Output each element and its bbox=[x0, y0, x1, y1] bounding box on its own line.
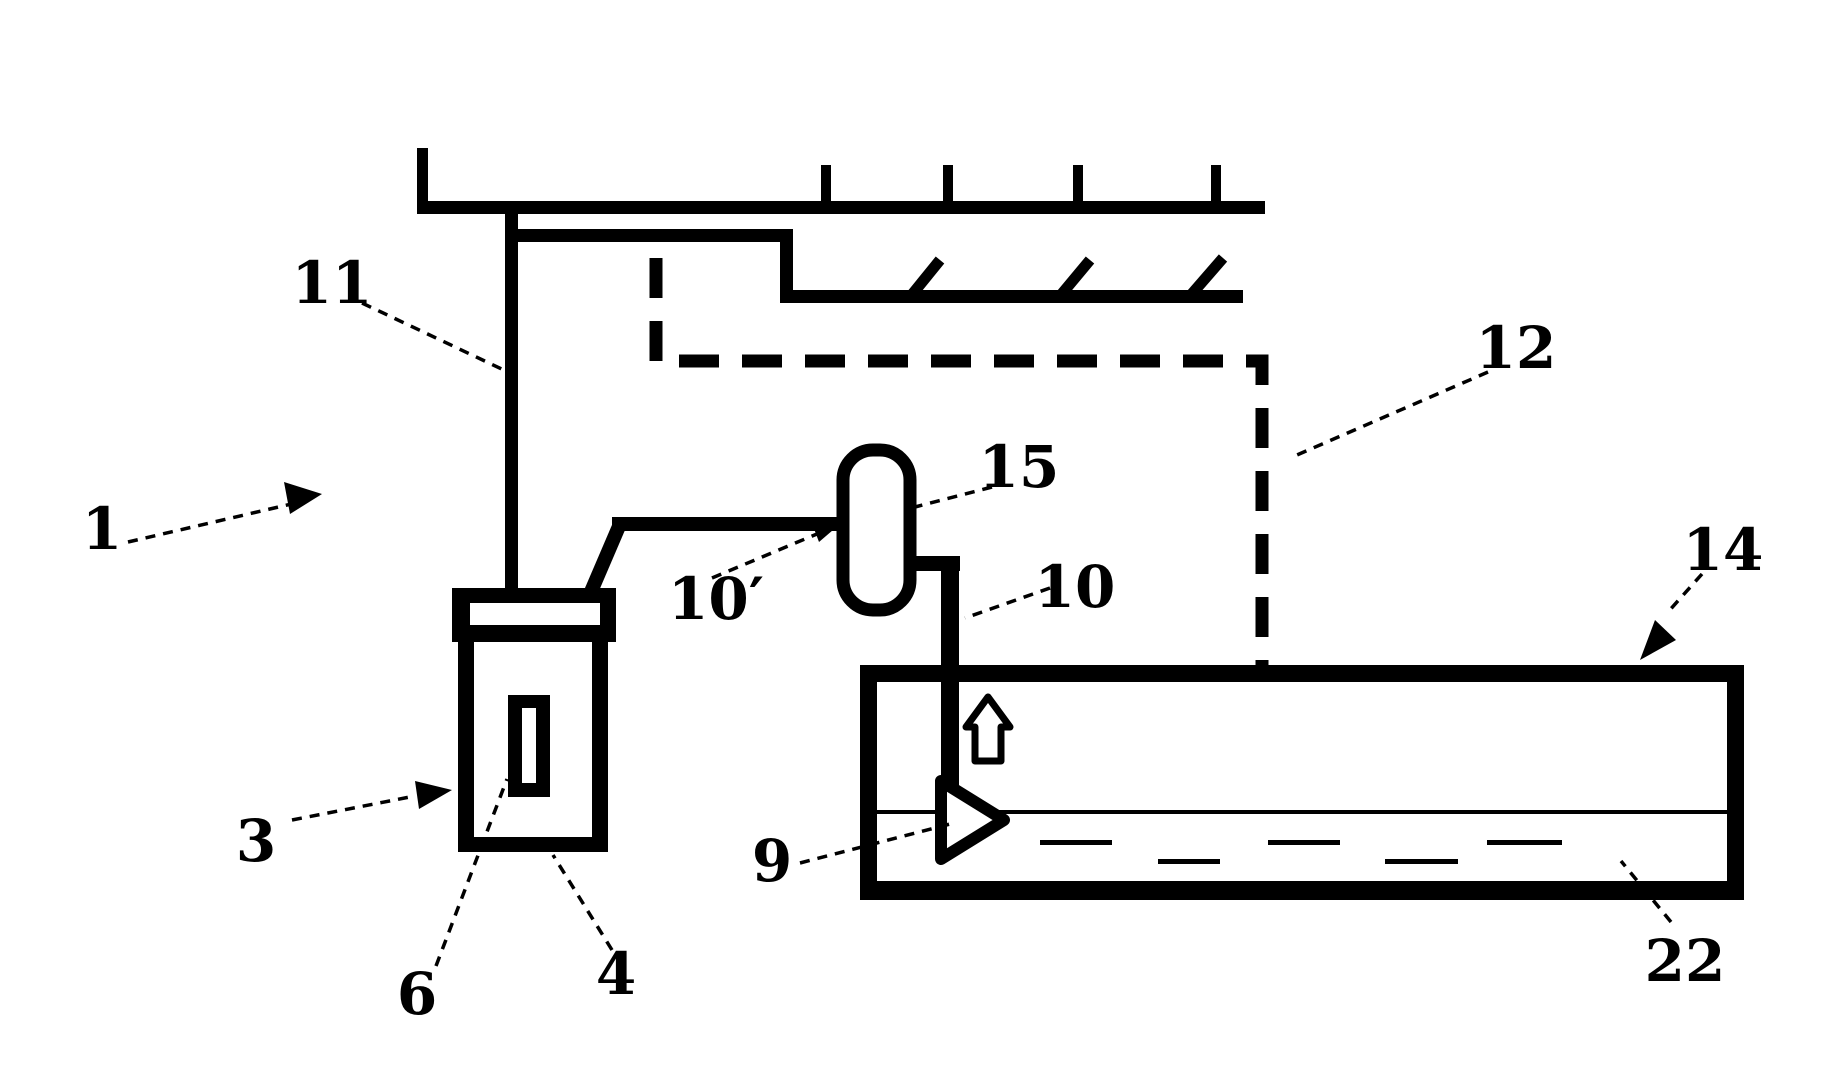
container-cap-slot bbox=[470, 603, 600, 625]
tank-14 bbox=[860, 665, 1744, 900]
ceiling-tick bbox=[821, 165, 831, 205]
hatch-mark bbox=[905, 256, 945, 301]
tank-interior bbox=[877, 682, 1727, 881]
label-10: 10 bbox=[1035, 553, 1116, 621]
leader-22 bbox=[1619, 859, 1673, 924]
label-10-prime: 10′ bbox=[668, 565, 764, 633]
arrowhead-10-prime bbox=[813, 524, 840, 542]
duct-upper-line bbox=[513, 229, 793, 242]
hatch-mark bbox=[1185, 254, 1228, 300]
ceiling-line bbox=[417, 201, 1265, 214]
label-9: 9 bbox=[752, 827, 792, 895]
arrowhead-3 bbox=[415, 781, 452, 809]
label-4: 4 bbox=[596, 940, 636, 1008]
liquid-surface-line bbox=[877, 810, 1727, 814]
dashed-line-12 bbox=[649, 258, 1269, 768]
valve-15 bbox=[836, 443, 917, 617]
pipe-11 bbox=[505, 206, 518, 592]
pipe-10 bbox=[904, 556, 960, 788]
label-22: 22 bbox=[1645, 927, 1726, 995]
pipe-10-prime-riser bbox=[583, 521, 627, 597]
nozzle-9 bbox=[935, 775, 1010, 865]
arrowhead-1 bbox=[284, 482, 322, 514]
hatch-mark bbox=[1055, 256, 1095, 300]
duct-lower-line bbox=[780, 290, 1243, 303]
ceiling-structure bbox=[417, 148, 1265, 214]
leader-12 bbox=[1289, 370, 1489, 460]
label-6: 6 bbox=[397, 960, 437, 1028]
leader-15 bbox=[914, 485, 993, 509]
leader-11 bbox=[361, 301, 509, 374]
label-14: 14 bbox=[1683, 516, 1764, 584]
pipe-10-prime-run bbox=[612, 517, 845, 531]
ceiling-tick bbox=[943, 165, 953, 205]
reference-numerals: 1 11 12 15 10′ 10 14 3 9 6 4 22 bbox=[82, 249, 1764, 1028]
liquid-dashes bbox=[1040, 840, 1562, 864]
inner-element-6 bbox=[508, 695, 550, 797]
leader-10 bbox=[964, 586, 1051, 620]
leader-10-prime bbox=[711, 529, 825, 580]
label-12: 12 bbox=[1476, 314, 1557, 382]
pipe-10-prime bbox=[583, 517, 845, 597]
label-15: 15 bbox=[979, 433, 1060, 501]
leader-14 bbox=[1666, 572, 1704, 614]
label-11: 11 bbox=[292, 249, 373, 317]
leader-6 bbox=[434, 778, 509, 967]
duct-step-line bbox=[513, 229, 1243, 303]
label-3: 3 bbox=[236, 807, 276, 875]
leader-9 bbox=[799, 822, 951, 865]
container-3 bbox=[452, 588, 616, 852]
duct-step-drop bbox=[780, 229, 793, 303]
leader-1 bbox=[127, 500, 301, 544]
leader-3 bbox=[291, 794, 416, 822]
pipe-10-drop bbox=[941, 556, 959, 788]
arrowhead-14 bbox=[1640, 620, 1676, 660]
label-1: 1 bbox=[82, 495, 122, 563]
ceiling-tick bbox=[1211, 165, 1221, 205]
ceiling-tick bbox=[1073, 165, 1083, 205]
leader-4 bbox=[551, 854, 614, 951]
ceiling-end-tick bbox=[417, 148, 428, 204]
flow-up-arrow-icon bbox=[962, 693, 1014, 765]
leader-lines bbox=[127, 301, 1704, 967]
